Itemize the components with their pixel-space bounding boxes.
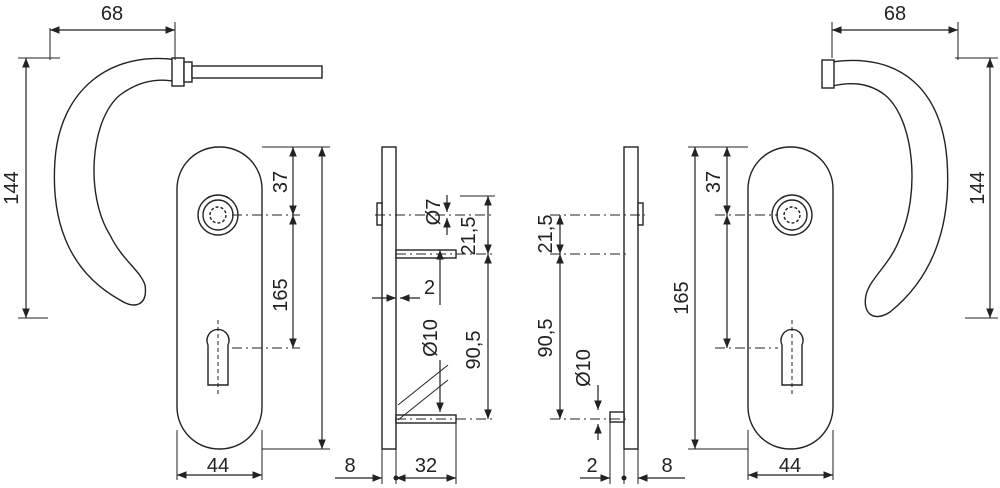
left-lever-handle [53,57,323,306]
right-side-bottom-dimensions: 2 8 [580,422,685,484]
dimension-label: 90,5 [463,331,485,370]
dimension-label: 144 [1,171,23,204]
dimension-label: 90,5 [535,319,557,358]
dimension-label: 165 [270,278,292,311]
right-escutcheon-plate [747,146,834,450]
left-side-21-5-dimension: 21,5 [396,195,495,256]
dimension-label: 21,5 [535,215,557,254]
dimension-label: 44 [779,455,801,477]
left-side-2-dimension: 2 [372,277,435,302]
right-rose-top-dimension: 37 [703,146,778,216]
dimension-label: 2 [586,455,597,477]
right-plate-height-dimension: 165 [671,146,748,450]
right-side-21-5-dimension: 21,5 [535,214,645,255]
right-handle-height-dimension: 144 [955,57,998,319]
left-side-diameter-7: Ø7 [375,195,495,235]
left-side-diameter-10: Ø10 [420,250,444,412]
left-handle-height-dimension: 144 [1,57,60,319]
dimension-label: 21,5 [458,217,480,256]
left-plate-height-line [262,146,330,450]
right-side-90-5-dimension: 90,5 [535,254,630,420]
dimension-label: 8 [344,455,355,477]
dimension-label: 44 [207,455,229,477]
left-rose-top-dimension: 37 [232,146,300,216]
right-lever-handle [821,59,949,318]
left-plate-width-dimension: 44 [176,430,263,480]
right-rose-spacing-dimension [715,215,778,349]
left-rose-spacing-dimension: 165 [232,215,300,349]
dimension-label: 32 [415,455,437,477]
right-plate-width-dimension: 44 [747,430,834,480]
dimension-label: 144 [967,171,989,204]
left-escutcheon-plate [176,146,263,450]
right-side-profile [609,146,644,450]
dimension-label: Ø10 [420,319,442,357]
dimension-label: 68 [101,3,123,25]
dimension-label: Ø10 [573,349,595,387]
left-side-bottom-dimensions: 8 32 [335,423,457,484]
dimension-label: 8 [661,455,672,477]
right-handle-width-dimension: 68 [831,3,959,60]
left-handle-width-dimension: 68 [49,3,176,60]
dimension-label: 37 [703,171,725,193]
dimension-label: 37 [270,171,292,193]
right-side-diameter-10: Ø10 [573,349,602,440]
dimension-label: 165 [671,281,693,314]
dimension-label: 2 [424,277,435,299]
dimension-label: 68 [884,3,906,25]
dimension-label: Ø7 [423,199,445,226]
left-side-90-5-dimension: 90,5 [396,254,495,420]
